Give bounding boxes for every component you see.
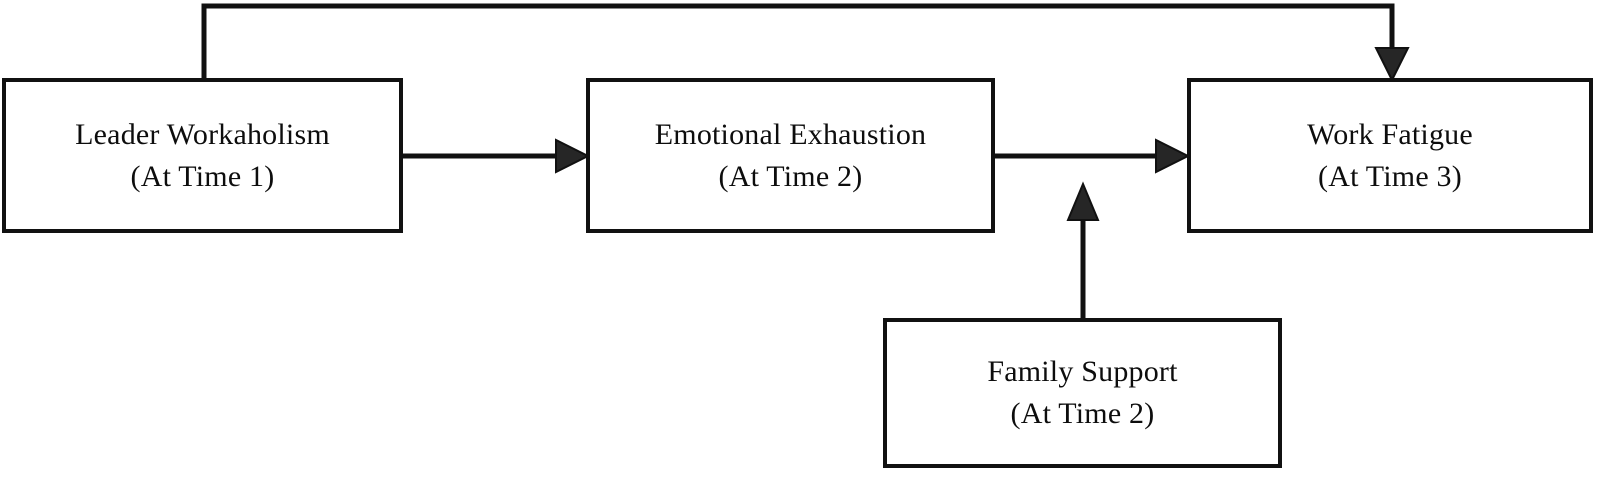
node-work-fatigue[interactable]: Work Fatigue (At Time 3)	[1187, 78, 1593, 233]
node-title: Work Fatigue	[1307, 117, 1473, 151]
node-title: Emotional Exhaustion	[654, 117, 927, 151]
node-subtitle: (At Time 2)	[718, 159, 863, 193]
node-title: Leader Workaholism	[75, 117, 330, 151]
node-subtitle: (At Time 3)	[1318, 159, 1462, 193]
node-title: Family Support	[987, 355, 1178, 389]
edge-workaholism-to-exhaustion	[403, 138, 591, 174]
node-subtitle: (At Time 1)	[130, 159, 275, 193]
edge-family-support-moderation	[1066, 181, 1100, 318]
node-emotional-exhaustion[interactable]: Emotional Exhaustion (At Time 2)	[586, 78, 995, 233]
node-subtitle: (At Time 2)	[1010, 397, 1155, 430]
node-leader-workaholism[interactable]: Leader Workaholism (At Time 1)	[2, 78, 403, 233]
edge-exhaustion-to-fatigue	[995, 138, 1191, 174]
edge-workaholism-to-fatigue	[201, 3, 1410, 83]
node-family-support[interactable]: Family Support (At Time 2)	[883, 318, 1282, 468]
